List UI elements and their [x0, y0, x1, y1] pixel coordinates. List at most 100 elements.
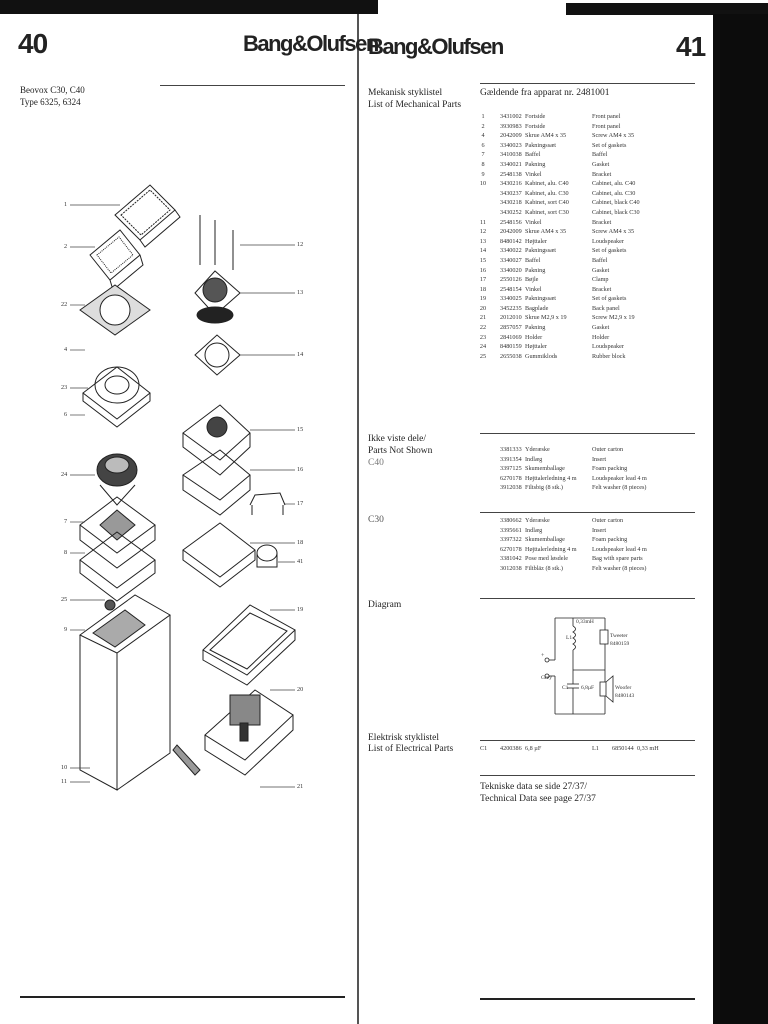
c30-code: 3397322 — [500, 536, 522, 544]
mech-code: 3430252 — [500, 208, 522, 216]
terminal-part — [204, 689, 294, 776]
mech-code: 3340021 — [500, 160, 522, 168]
mech-col-code: 3431002 3930983 2042009 3340023 3410038 … — [500, 112, 522, 361]
top-bar-left — [0, 0, 378, 14]
top-bar-right — [566, 3, 768, 15]
mech-no — [474, 208, 492, 218]
right-footer-rule — [480, 998, 695, 1000]
mech-no: 8 — [481, 160, 485, 168]
c30-en: Loudspeaker lead 4 m — [592, 545, 647, 553]
c30-da: Filtbläz (8 stk.) — [525, 564, 563, 572]
tech-line-1: Tekniske data se side 27/37/ — [480, 782, 587, 792]
callout-41: 41 — [297, 558, 304, 565]
mech-header-rule — [480, 83, 695, 84]
right-brand: Bang&Olufsen — [368, 34, 504, 59]
mech-da: Fortside — [525, 122, 546, 130]
c30-col-code: 3380662 3395661 3397322 6270178 3381042 … — [500, 516, 522, 574]
c40-da: Indlæg — [525, 455, 543, 463]
c40-code: 3912038 — [500, 484, 522, 492]
mech-no: 2 — [481, 122, 485, 130]
mech-no: 23 — [479, 333, 487, 341]
c40-da: Filtsbig (8 stk.) — [525, 484, 563, 492]
schem-woofer: Woofer — [615, 685, 632, 691]
mech-no: 11 — [480, 218, 486, 226]
mech-en: Cabinet, alu. C30 — [592, 189, 636, 197]
exploded-view-diagram — [79, 184, 296, 791]
c30-da: Yderæske — [525, 517, 550, 524]
mech-no: 13 — [479, 237, 487, 245]
mech-en: Baffel — [592, 151, 608, 159]
c30-code: 3395661 — [500, 526, 522, 534]
c40-en: Foam packing — [592, 465, 628, 473]
left-page-number: 40 — [18, 28, 48, 59]
mech-en: Loudspeaker — [592, 343, 624, 351]
mech-en: Bracket — [592, 285, 612, 293]
c40-da: Skumemballage — [525, 465, 565, 473]
mech-en: Set of gaskets — [592, 295, 627, 303]
c40-da: Højttalerledning 4 m — [525, 474, 577, 482]
left-footer-rule — [20, 996, 345, 998]
c40-col-code: 3381333 3391354 3397125 6270178 3912038 — [500, 445, 522, 493]
mech-da: Pakningssæt — [525, 141, 556, 149]
c40-col-en: Outer carton Insert Foam packing Loudspe… — [592, 445, 647, 493]
mech-no: 6 — [481, 141, 485, 149]
mech-code: 3430237 — [500, 189, 522, 197]
mech-da: Pakningssæt — [525, 247, 556, 255]
mech-en: Screw AM4 x 35 — [592, 132, 635, 140]
callout-25: 25 — [61, 596, 68, 603]
mech-en: Screw AM4 x 35 — [592, 228, 635, 236]
mech-en: Clamp — [592, 276, 609, 284]
mech-en: Gasket — [592, 266, 610, 274]
gasket-part — [79, 284, 151, 336]
mech-no: 19 — [479, 295, 487, 303]
schem-l1: L1 — [566, 635, 573, 641]
mech-da: Skrue AM4 x 35 — [525, 132, 567, 140]
mech-code: 3930983 — [500, 122, 522, 130]
page-gutter — [357, 14, 359, 1024]
mech-code: 2042009 — [500, 132, 522, 140]
callout-19: 19 — [297, 606, 304, 613]
mech-da: Vinkel — [525, 170, 542, 178]
mech-da: Skrue M2,9 x 19 — [525, 314, 567, 322]
cabinet-part — [79, 594, 171, 791]
mech-code: 2841069 — [500, 333, 522, 341]
mech-no: 21 — [479, 314, 487, 322]
c30-code: 3380662 — [500, 517, 522, 524]
mech-code: 3431002 — [500, 113, 522, 120]
c30-da: Pose med løsdele — [525, 555, 568, 563]
mech-no: 10 — [479, 180, 487, 188]
mech-da: Skrue AM4 x 35 — [525, 228, 567, 236]
mech-en: Bracket — [592, 218, 612, 226]
mech-en: Gasket — [592, 160, 610, 168]
gasket-16-part — [182, 449, 251, 516]
mech-en: Cabinet, black C40 — [592, 199, 640, 207]
callout-22: 22 — [61, 301, 68, 308]
mech-no: 18 — [479, 285, 487, 293]
screw-21-part — [172, 744, 201, 776]
mech-da: Baffel — [525, 256, 541, 264]
model-line-1: Beovox C30, C40 — [20, 85, 85, 95]
mech-da: Kabinet, alu. C30 — [525, 189, 569, 197]
schem-c1: C1 — [562, 685, 569, 691]
mech-da: Baffel — [525, 151, 541, 159]
c30-rule — [480, 512, 695, 513]
c40-en: Felt washer (8 pieces) — [592, 484, 647, 492]
holder-41-part — [256, 544, 278, 568]
c30-code: 6270178 — [500, 545, 522, 553]
c40-code: 3391354 — [500, 455, 522, 463]
tweeter-part — [82, 366, 151, 428]
schem-c1-value: 6,8µF — [581, 685, 595, 691]
c40-label: C40 — [368, 458, 384, 468]
mech-da: Bagplade — [525, 304, 549, 312]
c30-code: 3381042 — [500, 555, 522, 563]
mech-col-no: 1 2 4 6 7 8 9 10 11 12 13 14 15 16 17 18… — [474, 112, 492, 361]
mech-da: Højttaler — [525, 343, 547, 351]
mech-no: 25 — [479, 352, 487, 360]
mech-en: Front panel — [592, 113, 621, 120]
baffle-part — [79, 496, 156, 569]
crossover-schematic — [544, 617, 614, 715]
mech-no: 14 — [479, 247, 487, 255]
elec-title-1: Elektrisk styklistel — [368, 733, 439, 743]
mech-da: Kabinet, sort C40 — [525, 199, 569, 207]
elec-c1-code: 4200386 — [500, 745, 522, 752]
